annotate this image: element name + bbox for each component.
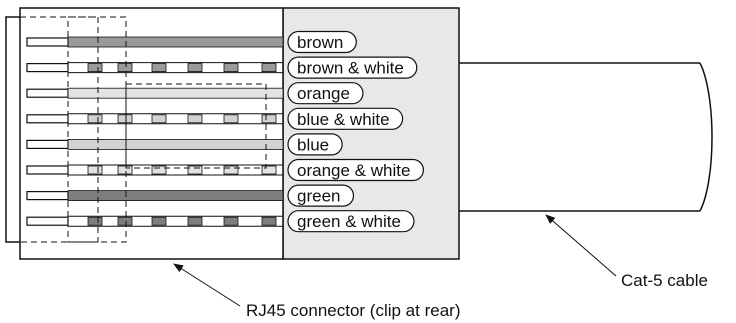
connector-dashed-outline (19, 16, 267, 243)
wire-orange (26, 87, 284, 99)
label-brown-and-white: brown & white (287, 56, 418, 79)
cable-arrow (545, 214, 617, 277)
label-pill (287, 56, 418, 79)
label-pill (287, 30, 357, 54)
label-orange: orange (287, 82, 364, 105)
wire-solid-orange (67, 87, 284, 99)
wire-orange-and-white (26, 164, 283, 176)
wire-solid-brown (67, 36, 284, 48)
wire-stripe (261, 63, 277, 72)
wire-stripe (187, 63, 203, 72)
label-brown: brown (287, 30, 357, 54)
wire-blue-and-white (26, 113, 283, 125)
wire-stripe (151, 216, 167, 226)
contact-pin (26, 191, 69, 201)
wire-brown-and-white (26, 62, 283, 74)
wire-stripe (87, 114, 103, 124)
wire-stripe (87, 165, 103, 175)
label-green-and-white: green & white (287, 210, 415, 233)
wire-stripe (117, 216, 133, 226)
label-pill (287, 107, 404, 130)
label-pill (287, 133, 343, 156)
wire-stripe (187, 216, 203, 226)
wire-brown (26, 36, 284, 48)
wire-solid-blue (67, 138, 284, 150)
wire-group (26, 36, 284, 227)
label-blue: blue (287, 133, 343, 156)
label-blue-and-white: blue & white (287, 107, 404, 130)
wire-stripe (223, 114, 239, 124)
wire-stripe (187, 114, 203, 124)
contact-pin (26, 165, 69, 175)
contact-pin (26, 216, 69, 226)
label-text: orange (297, 84, 350, 103)
label-text: orange & white (297, 161, 410, 180)
label-text: brown (297, 33, 343, 52)
label-text: green (297, 187, 340, 206)
label-pill (287, 82, 364, 105)
label-text: blue (297, 135, 329, 154)
cable-end-curve (699, 62, 713, 212)
wire-stripe (261, 114, 277, 124)
wire-stripe (117, 114, 133, 124)
wire-stripe (261, 165, 277, 175)
contact-pin (26, 37, 69, 47)
label-orange-and-white: orange & white (287, 158, 425, 182)
wire-stripe (117, 165, 133, 175)
contact-pin (26, 62, 69, 73)
wire-stripe (223, 165, 239, 175)
label-green: green (287, 184, 355, 207)
label-text: blue & white (297, 110, 390, 129)
contact-pin (26, 114, 69, 124)
wire-stripe (187, 165, 203, 175)
label-pill (287, 184, 355, 207)
wire-stripe (87, 63, 103, 72)
wire-stripe (223, 216, 239, 226)
label-text: brown & white (297, 59, 404, 78)
wire-stripe (151, 63, 167, 72)
connector-annotation: RJ45 connector (clip at rear) (246, 301, 460, 320)
wire-stripe (261, 216, 277, 226)
wire-solid-green (67, 190, 284, 202)
label-pill (287, 158, 425, 182)
connector-arrow (173, 263, 241, 307)
wire-stripe (151, 165, 167, 175)
label-pill (287, 210, 415, 233)
label-text: green & white (297, 212, 401, 231)
cable-annotation: Cat-5 cable (621, 271, 708, 290)
wire-blue (26, 138, 284, 150)
wire-stripe (87, 216, 103, 226)
cat5-cable (455, 62, 713, 212)
wire-stripe (151, 114, 167, 124)
wire-stripe (117, 63, 133, 72)
wire-green (26, 190, 284, 202)
contact-pin (26, 139, 69, 149)
wire-stripe (223, 63, 239, 72)
wire-green-and-white (26, 215, 283, 227)
wire-label-group: brown brown & white orange blue & white blue… (287, 30, 425, 233)
connector-clip (5, 16, 20, 243)
contact-pin (26, 88, 69, 98)
